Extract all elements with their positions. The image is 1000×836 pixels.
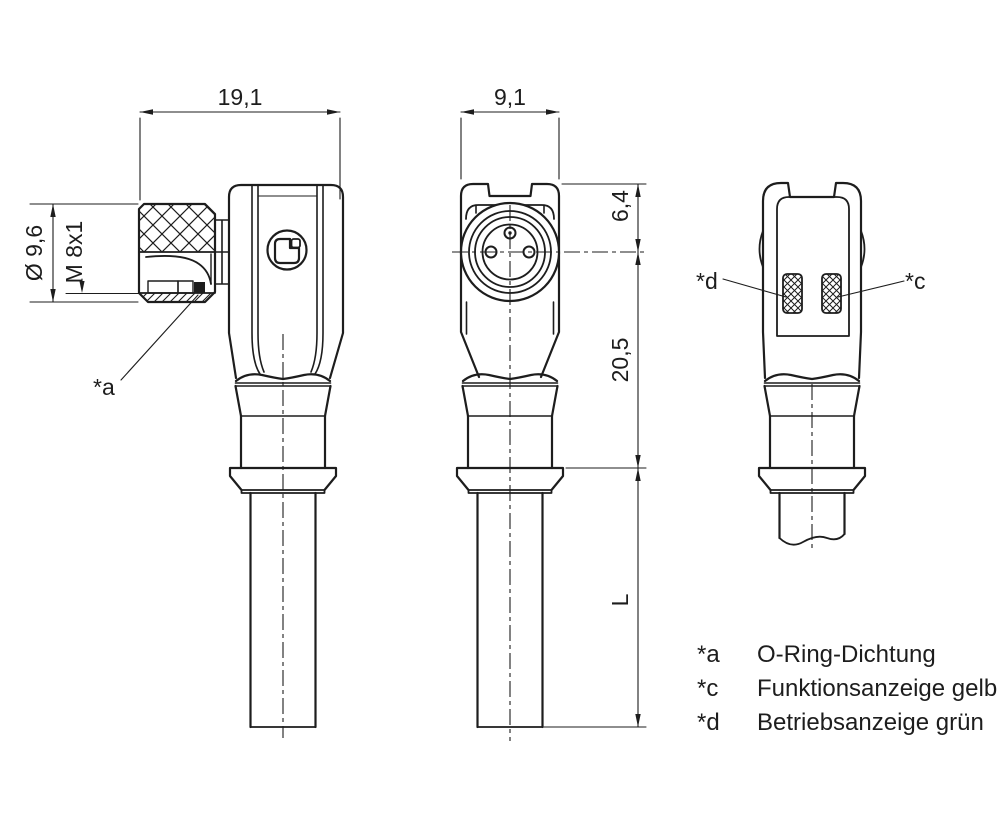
legend-key-a: *a xyxy=(697,641,720,668)
arrowhead-6-4-bottom xyxy=(635,239,641,252)
arrowhead-right xyxy=(546,109,559,115)
marker-c-callout: *c xyxy=(837,268,925,298)
o-ring-seal xyxy=(194,282,205,293)
arrowhead-bottom xyxy=(50,289,56,302)
dimension-nut-diameter: Ø 9,6 xyxy=(21,203,139,303)
side-body xyxy=(227,183,345,380)
sleeve-curve xyxy=(145,255,212,285)
logo-glyph xyxy=(273,237,301,265)
cable-sides xyxy=(476,491,544,729)
arrowhead-6-4-top xyxy=(635,184,641,197)
dim-nut-diameter-label: Ø 9,6 xyxy=(21,225,47,281)
legend-label-c: Funktionsanzeige gelb xyxy=(757,675,997,702)
cable-sides xyxy=(778,491,846,540)
cable-sides xyxy=(249,491,317,729)
legend-row: *d Betriebsanzeige grün xyxy=(697,709,984,736)
dim-body-height-label: 20,5 xyxy=(607,338,633,383)
led-window-green xyxy=(782,273,803,314)
dim-overall-length-label: 19,1 xyxy=(218,84,263,110)
contact-carrier xyxy=(147,280,179,294)
side-view: 19,1 Ø 9,6 M 8x1 xyxy=(21,84,345,738)
dimension-line xyxy=(460,111,560,180)
dim-thread-label: M 8x1 xyxy=(61,221,87,284)
dimension-line xyxy=(29,203,139,303)
dimension-lines xyxy=(543,183,647,728)
body-outline xyxy=(227,183,345,380)
cable-break xyxy=(778,533,846,546)
inner-face xyxy=(776,196,850,337)
legend-row: *c Funktionsanzeige gelb xyxy=(697,675,997,702)
arrowhead xyxy=(79,281,85,293)
arrowhead-20-5-bottom xyxy=(635,455,641,468)
legend-label-d: Betriebsanzeige grün xyxy=(757,709,984,736)
contact-carrier-step xyxy=(177,280,194,294)
dim-face-offset-label: 6,4 xyxy=(607,190,633,222)
arrowhead-L-bottom xyxy=(635,714,641,727)
dimension-overall-length: 19,1 xyxy=(139,84,341,201)
logo-square xyxy=(290,238,301,249)
arrowhead-20-5-top xyxy=(635,252,641,265)
dim-cable-length-label: L xyxy=(607,593,633,606)
front-view: 9,1 6,4 xyxy=(452,84,648,741)
thread-hatch xyxy=(139,293,214,302)
nut-stem xyxy=(214,219,230,285)
arrowhead-top xyxy=(50,204,56,217)
marker-a-label: *a xyxy=(93,374,115,400)
arrowhead-left xyxy=(140,109,153,115)
legend-label-a: O-Ring-Dichtung xyxy=(757,641,936,668)
dimension-body-width: 9,1 xyxy=(460,84,560,180)
marker-d-label: *d xyxy=(696,268,718,294)
coupling-nut xyxy=(137,202,230,304)
legend-key-d: *d xyxy=(697,709,720,736)
side-ears xyxy=(758,230,866,268)
marker-a-callout: *a xyxy=(93,294,199,400)
nut-outline xyxy=(137,202,217,304)
arrowhead-L-top xyxy=(635,468,641,481)
marker-d-callout: *d xyxy=(696,268,787,298)
rear-view: *d *c xyxy=(696,181,925,552)
legend: *a O-Ring-Dichtung *c Funktionsanzeige g… xyxy=(697,641,997,736)
dim-body-width-label: 9,1 xyxy=(494,84,526,110)
led-window-yellow xyxy=(821,273,842,314)
logo-circle xyxy=(266,229,308,271)
leader-line-c xyxy=(837,280,905,298)
dimension-line xyxy=(139,111,341,201)
body-grip-lines xyxy=(251,185,324,375)
legend-row: *a O-Ring-Dichtung xyxy=(697,641,936,668)
leader-line-a xyxy=(120,294,199,381)
knurl-hatch xyxy=(139,204,215,252)
arrowhead-right xyxy=(327,109,340,115)
leader-line-d xyxy=(722,278,787,298)
thread-callout: M 8x1 xyxy=(61,221,140,295)
legend-key-c: *c xyxy=(697,675,718,702)
body-outline xyxy=(459,182,561,379)
bezel-steps xyxy=(465,204,555,335)
rear-body xyxy=(758,181,866,380)
arrowhead-left xyxy=(461,109,474,115)
marker-c-label: *c xyxy=(905,268,925,294)
dimension-stack-right: 6,4 20,5 L xyxy=(543,183,647,728)
